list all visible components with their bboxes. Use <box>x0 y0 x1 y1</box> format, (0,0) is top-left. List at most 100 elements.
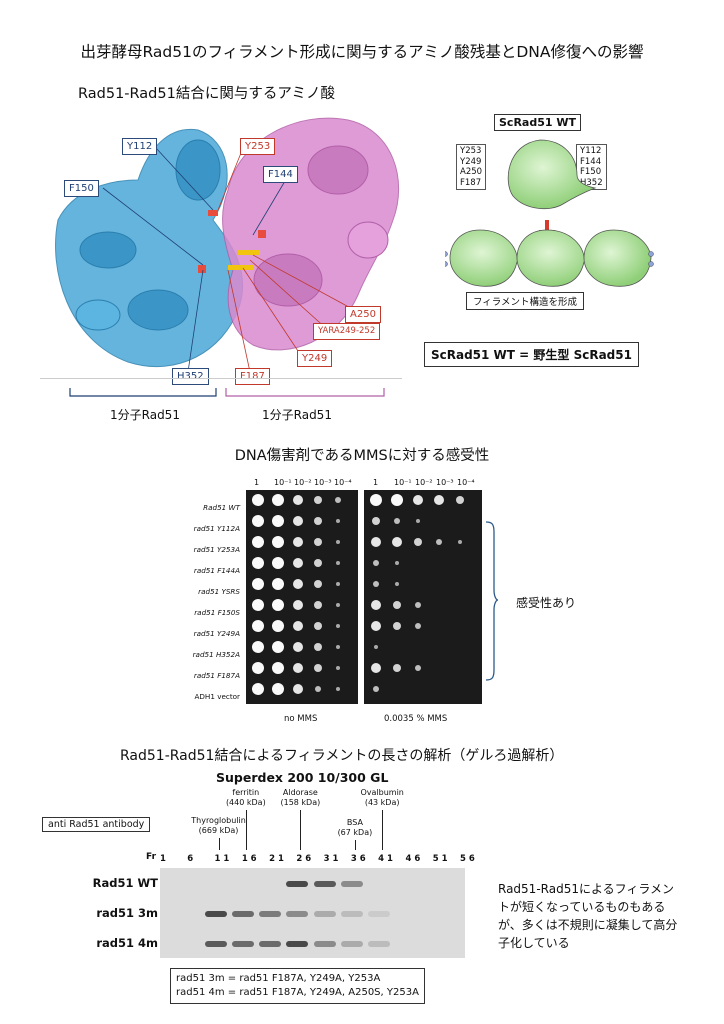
size-marker-size-1: (440 kDa) <box>225 798 266 807</box>
strain-label-8: rad51 F187A <box>193 671 240 680</box>
size-marker-0: Thyroglobulin(669 kDa) <box>189 816 249 836</box>
diagram-left-residues: Y253 Y249 A250 F187 <box>456 144 487 190</box>
plate-label-no-mms: no MMS <box>284 714 318 724</box>
fraction-number-3: 1 6 <box>241 854 257 864</box>
colony-spot-l-8-4 <box>335 665 341 671</box>
blot-band-0-6 <box>340 881 363 887</box>
colony-spot-r-2-0 <box>370 536 382 548</box>
colony-spot-l-9-4 <box>335 686 341 692</box>
fraction-number-2: 1 1 <box>214 854 230 864</box>
colony-spot-l-6-4 <box>335 623 341 629</box>
label-h352: H352 <box>172 368 209 385</box>
monomer-sphere <box>507 139 597 210</box>
blot-band-2-1 <box>204 941 227 947</box>
colony-spot-l-7-1 <box>272 641 284 653</box>
size-marker-arrow-0 <box>218 838 220 850</box>
colony-spot-l-6-0 <box>252 620 264 632</box>
filament-spheres <box>449 229 652 287</box>
sensitivity-label: 感受性あり <box>516 596 577 610</box>
diagram-right-res-2: F150 <box>580 167 602 177</box>
colony-spot-r-5-2 <box>414 601 422 609</box>
colony-spot-r-1-0 <box>371 516 381 526</box>
size-marker-size-4: (43 kDa) <box>364 798 400 807</box>
blot-row-1 <box>160 898 465 928</box>
colony-spot-r-3-1 <box>394 560 400 566</box>
size-marker-arrow-2 <box>300 810 302 850</box>
dilution-label-l-0: 1 <box>254 478 260 487</box>
result-note: Rad51-Rad51によるフィラメントが短くなっているものもあるが、多くは不規… <box>498 882 678 950</box>
strain-label-9: ADH1 vector <box>194 692 240 701</box>
fraction-number-11: 5 6 <box>460 854 475 864</box>
size-marker-2: Aldorase(158 kDa) <box>270 788 330 808</box>
colony-spot-l-6-3 <box>313 621 323 631</box>
colony-spot-r-8-1 <box>392 663 402 673</box>
size-marker-3: BSA(67 kDa) <box>325 818 385 838</box>
size-marker-name-2: Aldorase <box>282 788 318 797</box>
section3-title: Rad51-Rad51結合によるフィラメントの長さの解析（ゲルろ過解析） <box>120 748 564 764</box>
colony-spot-l-4-2 <box>292 578 304 590</box>
dilution-label-r-4: 10⁻⁴ <box>457 478 475 487</box>
diagram-left-res-0: Y253 <box>460 146 482 156</box>
colony-spot-l-1-0 <box>252 515 264 527</box>
colony-spot-l-3-3 <box>313 558 323 568</box>
colony-spot-l-4-3 <box>313 579 323 589</box>
blot-band-1-7 <box>368 911 391 917</box>
colony-spot-l-2-2 <box>292 536 304 548</box>
wt-definition: ScRad51 WT = 野生型 ScRad51 <box>424 342 639 367</box>
strain-label-6: rad51 Y249A <box>193 629 240 638</box>
colony-spot-r-2-2 <box>413 537 423 547</box>
colony-spot-l-2-4 <box>335 539 341 545</box>
caption-blue-monomer: 1分子Rad51 <box>110 408 180 422</box>
diagram-left-res-2: A250 <box>460 167 483 177</box>
label-y112: Y112 <box>122 138 158 155</box>
colony-spot-l-2-1 <box>272 536 284 548</box>
fraction-number-7: 3 6 <box>350 854 366 864</box>
colony-spot-l-7-3 <box>313 642 323 652</box>
dilution-label-l-3: 10⁻³ <box>314 478 332 487</box>
label-yara: YARA249-252 <box>313 323 381 340</box>
colony-spot-l-0-1 <box>272 494 284 506</box>
dilution-label-r-2: 10⁻² <box>415 478 433 487</box>
page-title: 出芽酵母Rad51のフィラメント形成に関与するアミノ酸残基とDNA修復への影響 <box>80 43 644 61</box>
filament-caption: フィラメント構造を形成 <box>466 292 585 310</box>
colony-spot-r-6-2 <box>414 622 422 630</box>
blot-band-2-7 <box>368 941 391 947</box>
blot-band-1-1 <box>204 911 227 917</box>
colony-spot-r-0-0 <box>370 494 382 506</box>
blot-band-1-3 <box>259 911 282 917</box>
fraction-number-6: 3 1 <box>323 854 339 864</box>
section2-title: DNA傷害剤であるMMSに対する感受性 <box>234 448 490 464</box>
filament-diagram <box>445 139 654 287</box>
dilution-label-l-4: 10⁻⁴ <box>334 478 352 487</box>
fraction-number-8: 4 1 <box>378 854 393 864</box>
blot-band-2-5 <box>313 941 336 947</box>
colony-spot-l-7-0 <box>252 641 264 653</box>
size-marker-size-2: (158 kDa) <box>280 798 321 807</box>
blot-band-2-4 <box>286 941 309 947</box>
fraction-number-9: 4 6 <box>405 854 421 864</box>
colony-spot-l-2-0 <box>252 536 264 548</box>
diagram-left-res-1: Y249 <box>460 156 482 167</box>
colony-spot-l-9-3 <box>314 685 322 693</box>
blot-row-2 <box>160 928 465 958</box>
size-marker-arrow-4 <box>382 810 384 850</box>
size-marker-name-4: Ovalbumin <box>360 788 404 797</box>
blot-band-2-6 <box>340 941 363 947</box>
colony-spot-l-5-4 <box>335 602 341 608</box>
strain-label-4: rad51 YSRS <box>198 587 240 596</box>
colony-spot-l-8-1 <box>272 662 284 674</box>
colony-spot-l-1-1 <box>272 515 284 527</box>
colony-spot-r-2-4 <box>457 539 463 545</box>
plate-label-mms: 0.0035 % MMS <box>384 714 448 724</box>
colony-spot-l-9-0 <box>252 683 264 695</box>
blot-band-1-6 <box>340 911 363 917</box>
blue-monomer <box>55 128 244 367</box>
size-marker-name-1: ferritin <box>232 788 260 797</box>
colony-spot-r-1-2 <box>415 518 421 524</box>
blot-row-0 <box>160 868 465 898</box>
diagram-right-res-0: Y112 <box>580 146 602 156</box>
dilution-label-r-1: 10⁻¹ <box>394 478 412 487</box>
colony-spot-l-1-2 <box>292 515 304 527</box>
label-f150: F150 <box>64 180 99 197</box>
colony-spot-l-7-2 <box>292 641 304 653</box>
